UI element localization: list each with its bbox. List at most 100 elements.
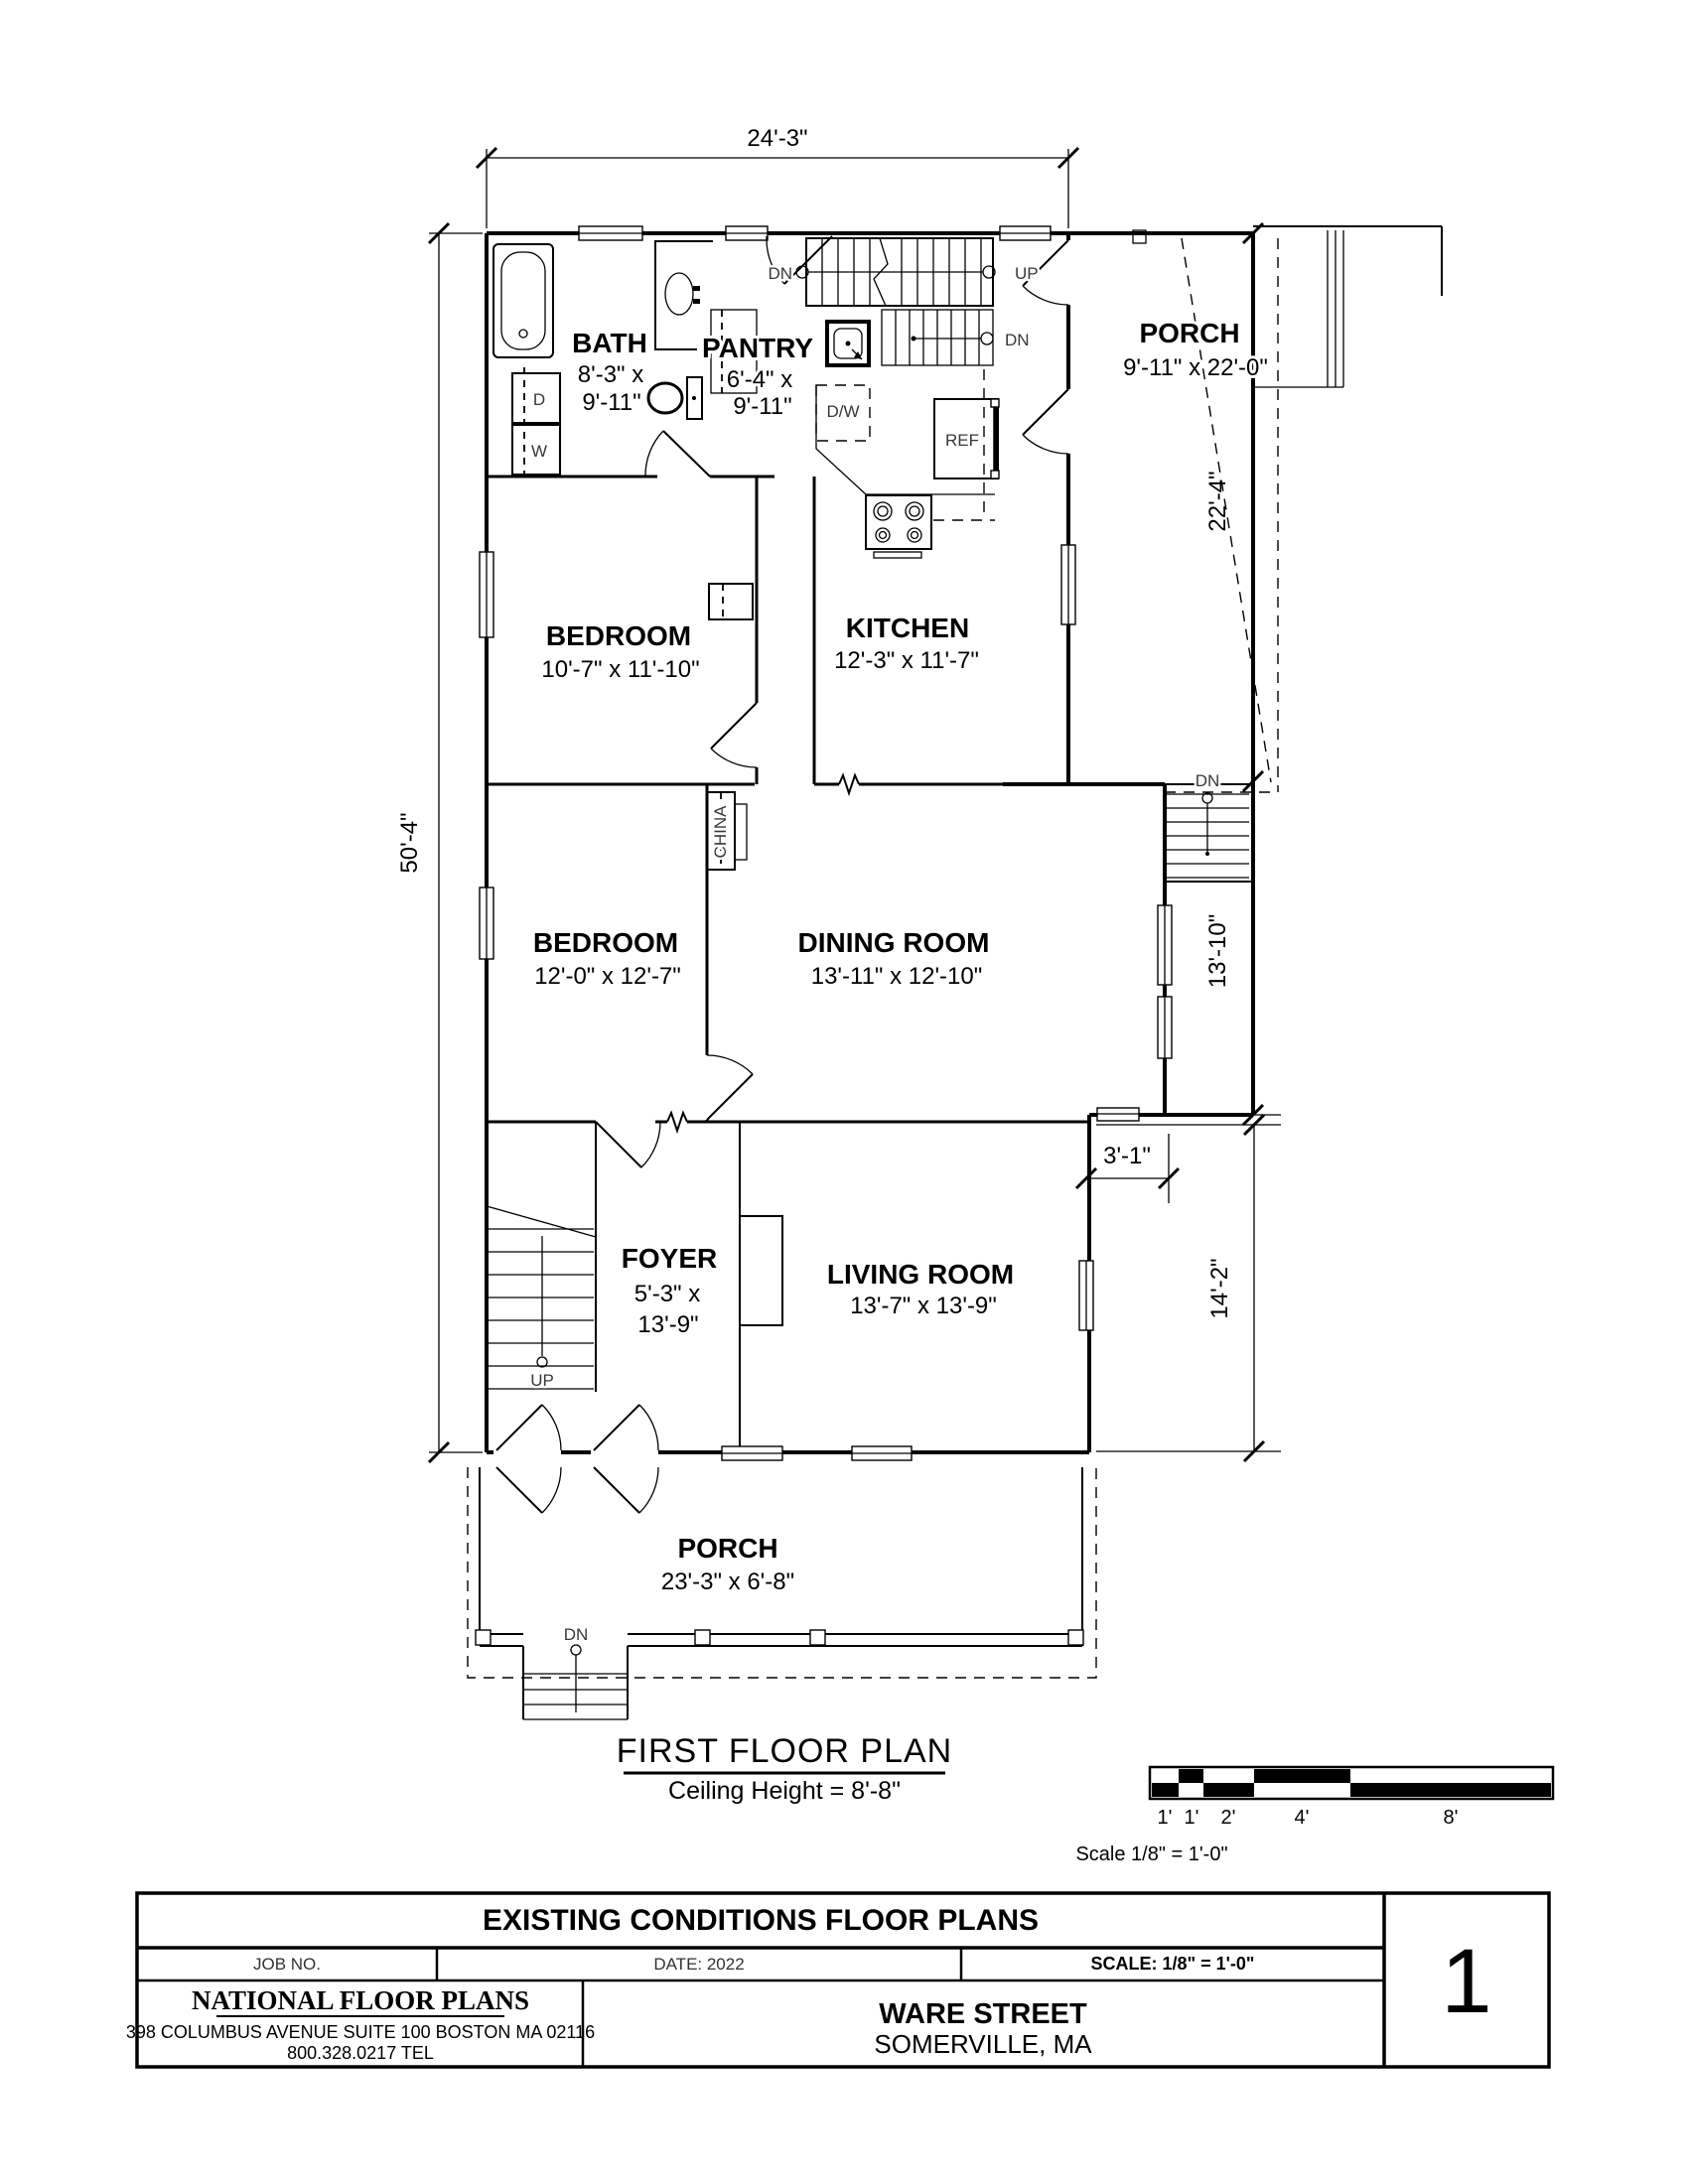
room-label-bedroom1: BEDROOM 10'-7" x 11'-10" [541,620,699,683]
dryer-icon [511,372,561,424]
scale-bar: 1' 1' 2' 4' 8' Scale 1/8" = 1'-0" [1075,1765,1555,1865]
window-icon [1078,1260,1094,1331]
plan-title-text: FIRST FLOOR PLAN [617,1732,952,1770]
svg-text:10'-7" x 11'-10": 10'-7" x 11'-10" [541,656,699,683]
scale-tick-label: 8' [1444,1807,1459,1829]
foyer-closet [739,1215,783,1326]
stair-up-label: UP [1015,264,1039,283]
door-icon [766,235,833,285]
stair-dn-label: DN [564,1625,589,1644]
door-icon [706,1054,754,1121]
dimension-living-depth: 14'-2" [1096,1113,1281,1463]
svg-text:8'-3" x: 8'-3" x [578,361,643,388]
bathtub-icon [492,243,554,358]
laundry: D W [511,367,561,478]
window-icon [1157,904,1173,986]
opening-squiggle [838,772,860,797]
svg-text:BEDROOM: BEDROOM [546,620,691,651]
door-icon [710,702,758,768]
porch-steps: DN [522,1623,629,1720]
dimension-label: 13'-10" [1204,914,1231,988]
svg-text:12'-0" x 12'-7": 12'-0" x 12'-7" [534,963,681,990]
window-icon [999,225,1052,241]
room-label-living: LIVING ROOM 13'-7" x 13'-9" [827,1259,1014,1319]
door-icon [593,1466,659,1514]
porch-post [475,1629,492,1646]
stair-dn-label: DN [1196,771,1220,790]
doors [495,235,1069,1514]
door-icon [495,1466,562,1514]
door-icon [1022,388,1069,455]
dimension-label: 3'-1" [1103,1143,1151,1169]
room-label-dining: DINING ROOM 13'-11" x 12'-10" [798,927,990,990]
svg-text:13'-9": 13'-9" [637,1311,698,1338]
window-icon [578,225,643,241]
window-icon [479,887,494,960]
dishwasher-label: D/W [826,402,859,421]
svg-text:PORCH: PORCH [677,1533,777,1564]
room-label-foyer: FOYER 5'-3" x 13'-9" [622,1243,717,1338]
scale-tick-label: 1' [1185,1807,1199,1829]
porch-front: DN [467,1467,1097,1720]
svg-text:KITCHEN: KITCHEN [846,613,969,643]
stairs-back: DN [1165,769,1278,883]
room-label-porch-front: PORCH 23'-3" x 6'-8" [661,1533,794,1595]
refrigerator-icon: REF [933,369,1000,516]
door-icon [495,1404,562,1451]
dimension-label: 50'-4" [396,812,423,873]
dimension-top-width: 24'-3" [475,125,1080,228]
room-label-pantry: PANTRY 6'-4" x 9'-11" [699,330,816,423]
door-icon [1022,239,1069,306]
svg-text:DINING ROOM: DINING ROOM [798,927,990,958]
window-icon [1157,996,1173,1059]
scale-tick-label: 4' [1295,1807,1310,1829]
svg-text:FOYER: FOYER [622,1243,717,1274]
svg-text:PANTRY: PANTRY [702,333,813,363]
plan-title: FIRST FLOOR PLAN Ceiling Height = 8'-8" [617,1732,952,1805]
door-icon [595,1121,661,1168]
titleblock-project: WARE STREET [879,1998,1087,2030]
titleblock-scale: SCALE: 1/8" = 1'-0" [1091,1954,1255,1974]
window-icon [725,225,769,241]
stairs-basement: DN [881,309,1032,366]
dishwasher-icon: D/W [815,384,871,442]
svg-text:9'-11": 9'-11" [733,393,791,420]
dimension-left-height: 50'-4" [396,221,483,1464]
room-label-bedroom2: BEDROOM 12'-0" x 12'-7" [533,927,681,990]
washer-label: W [531,442,547,461]
porch-post [809,1629,826,1646]
washer-icon [511,424,561,476]
title-block: EXISTING CONDITIONS FLOOR PLANS JOB NO. … [126,1891,1551,2069]
refrigerator-label: REF [945,431,979,450]
plan-subtitle-text: Ceiling Height = 8'-8" [668,1777,901,1805]
opening-squiggle [666,1110,688,1135]
stair-dn-label: DN [768,264,792,283]
titleblock-sheet-number: 1 [1441,1931,1491,2032]
porch-post [694,1629,711,1646]
dryer-label: D [533,390,545,409]
chimney-closet [708,583,754,620]
svg-text:13'-11" x 12'-10": 13'-11" x 12'-10" [811,963,983,990]
scale-tick-label: 2' [1221,1807,1236,1829]
stove-icon [865,494,932,559]
windows [479,225,1173,1461]
svg-text:5'-3" x: 5'-3" x [634,1281,700,1307]
svg-text:LIVING ROOM: LIVING ROOM [827,1259,1014,1290]
china-label: CHINA [711,805,730,859]
titleblock-location: SOMERVILLE, MA [874,2029,1092,2059]
room-label-porch-side: PORCH 9'-11" x 22'-0" [1120,315,1271,384]
svg-text:BATH: BATH [572,328,647,358]
dimension-living-offset: 3'-1" [1074,1134,1181,1203]
titleblock-date: DATE: 2022 [653,1955,744,1974]
svg-text:9'-11" x 22'-0": 9'-11" x 22'-0" [1123,354,1268,381]
titleblock-phone: 800.328.0217 TEL [287,2043,434,2063]
bath-sink-icon [654,240,713,350]
stairs-main: DN UP [766,237,1041,307]
toilet-icon [646,376,703,420]
titleblock-title: EXISTING CONDITIONS FLOOR PLANS [483,1904,1039,1937]
door-icon [644,430,711,478]
china-cabinet-icon: CHINA [706,791,748,871]
window-icon [1060,544,1076,625]
